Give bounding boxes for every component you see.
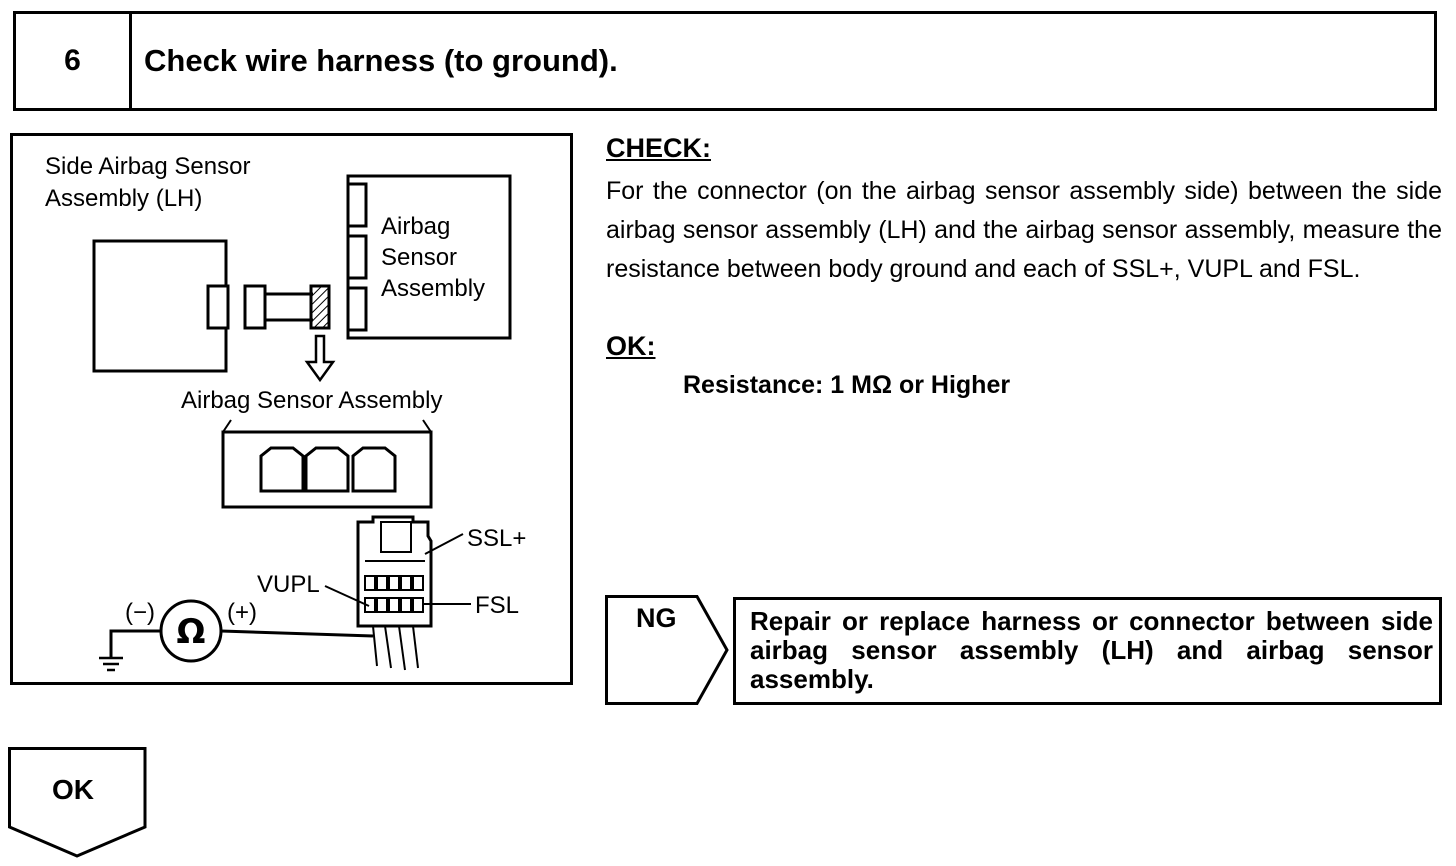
step-number: 6 [16, 14, 132, 108]
ok-spec: Resistance: 1 MΩ or Higher [683, 371, 1011, 399]
ng-action: Repair or replace harness or connector b… [733, 597, 1442, 705]
ng-arrow-icon [605, 595, 729, 705]
side-sensor-label-2: Assembly (LH) [45, 185, 202, 212]
airbag-sensor-label-2: Sensor [381, 244, 457, 271]
side-sensor-box [92, 239, 228, 373]
step-title: Check wire harness (to ground). [144, 43, 618, 78]
ground-icon [99, 656, 123, 672]
meter-negative-label: (−) [125, 599, 155, 626]
connector-caption: Airbag Sensor Assembly [181, 387, 442, 414]
ok-heading: OK: [606, 331, 656, 361]
pin-fsl-label: FSL [475, 592, 519, 619]
wiring-illustration: Side Airbag Sensor Assembly (LH) Airbag … [10, 133, 573, 685]
harness-connector [356, 515, 433, 628]
airbag-sensor-label-1: Airbag [381, 213, 450, 240]
airbag-sensor-label-3: Assembly [381, 275, 485, 302]
pin-vupl-label: VUPL [257, 571, 320, 598]
step-header: 6 Check wire harness (to ground). [13, 11, 1437, 111]
ng-label: NG [636, 603, 677, 633]
down-arrow-icon [304, 334, 336, 383]
side-sensor-connector [206, 284, 230, 330]
harness-plug-left [243, 284, 267, 330]
ok-arrow-icon [8, 747, 147, 858]
check-heading: CHECK: [606, 133, 711, 163]
wiring-diagram: Side Airbag Sensor Assembly (LH) Airbag … [45, 153, 526, 672]
ohm-symbol: Ω [177, 612, 206, 652]
check-body: For the connector (on the airbag sensor … [606, 177, 1442, 283]
connector-face [221, 430, 433, 509]
side-sensor-label-1: Side Airbag Sensor [45, 153, 250, 180]
ok-branch-label: OK [52, 774, 94, 805]
harness-plug-right [309, 284, 331, 330]
meter-positive-label: (+) [227, 599, 257, 626]
pin-ssl-label: SSL+ [467, 525, 526, 552]
